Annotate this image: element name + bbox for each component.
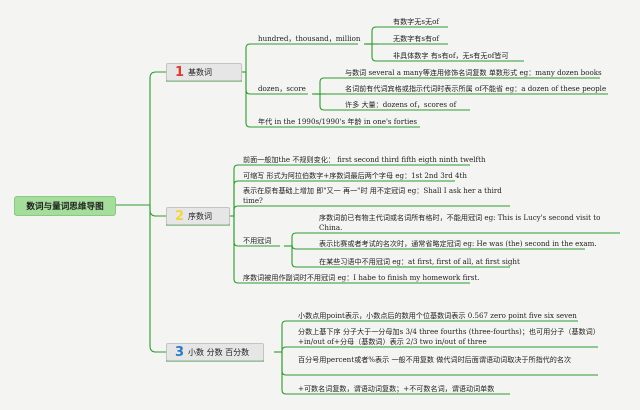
b2-t3-link-1 [291,244,298,250]
rule-idioms: 在某些习语中不用冠词 eg：at first, first of all, at… [319,257,520,266]
rule-dozens-of: 许多 大量：dozens of，scores of [345,100,457,109]
b2-t3-link-0 [291,232,298,246]
root-node[interactable]: 数词与量词思维导图 [14,196,116,216]
rule-ranking: 表示比赛或者考试的名次时，通常省略定冠词 eg: He was (the) se… [319,239,597,248]
branch-label: 基数词 [188,67,213,77]
ordinal-rule-the: 前面一般加the 不规则变化： first second third fifth… [243,155,486,164]
branch-link-2 [149,205,166,353]
b2-link-4 [233,216,239,284]
b3-link-3 [281,352,288,395]
branch-decimals-fractions-percentages[interactable]: 3 小数 分数 百分数 [166,343,264,361]
topic-decades-ages: 年代 in the 1990s/1990's 年龄 in one's forti… [258,117,418,126]
ordinal-rule-indefinite: 表示在原有基础上增加 即"又一 再一"时 用不定冠词 eg：Shall I as… [243,186,502,205]
rule-possessive: 序数词前已有物主代词或名词所有格时，不能用冠词 eg: This is Lucy… [319,213,601,232]
b1-t0-link-0 [371,26,378,44]
branch-link-1 [149,205,166,217]
rule-non-specific: 非具体数字 有s有of，无s有无of皆可 [393,51,509,60]
rule-agreement: +可数名词复数，谓语动词复数；+不可数名词，谓语动词单数 [298,384,495,393]
b2-t3-link-2 [291,246,298,268]
rule-with-number: 有数字无s无of [393,17,440,26]
b2-link-1 [233,180,239,216]
b1-link-0 [245,43,252,72]
branch-number: 3 [175,344,185,360]
b2-link-2 [233,205,239,216]
b1-t1-link-0 [319,77,326,94]
branch-cardinal-numbers[interactable]: 1 基数词 [166,63,242,81]
b3-link-0 [281,320,288,352]
branch-ordinal-numbers[interactable]: 2 序数词 [166,207,230,225]
ordinal-rule-adverb: 序数词被用作副词时不用冠词 eg：I habe to finish my hom… [243,273,480,282]
rule-fraction: 分数上基下序 分子大于一分母加s 3/4 three fourths (thre… [298,327,597,346]
branch-number: 2 [175,208,185,224]
b1-t1-link-2 [319,94,326,111]
b3-link-1 [281,346,288,352]
b1-link-2 [245,72,252,128]
branch-label: 小数 分数 百分数 [188,347,250,357]
b3-link-2 [281,352,288,376]
branch-link-0 [149,71,166,205]
branch-number: 1 [175,64,185,80]
topic-no-article: 不用冠词 [243,236,272,245]
b1-link-1 [245,72,252,95]
ordinal-rule-abbrev: 可缩写 形式为阿拉伯数字+序数词最后两个字母 eg：1st 2nd 3rd 4t… [243,171,467,180]
topic-dozen-score: dozen，score [258,84,306,93]
topic-hundred-thousand-million: hundred，thousand，million [258,34,361,43]
rule-percent: 百分号用percent或者%表示 一般不用复数 做代词时后面谓语动词取决于所指代… [298,355,572,364]
rule-dozen-of: 名词前有代词宾格或指示代词时表示所属 of不能省 eg：a dozen of t… [345,84,607,93]
branch-label: 序数词 [188,211,213,221]
rule-decimal: 小数点用point表示，小数点后的数用个位基数词表示 0.567 zero po… [298,311,577,320]
rule-without-number: 无数字有s有of [393,34,440,43]
b1-t0-link-2 [371,44,378,62]
b2-link-0 [233,164,239,216]
b2-link-3 [233,216,239,247]
rule-dozen-plural: 与数词 several a many等连用修饰名词复数 单数形式 eg：many… [345,68,602,77]
